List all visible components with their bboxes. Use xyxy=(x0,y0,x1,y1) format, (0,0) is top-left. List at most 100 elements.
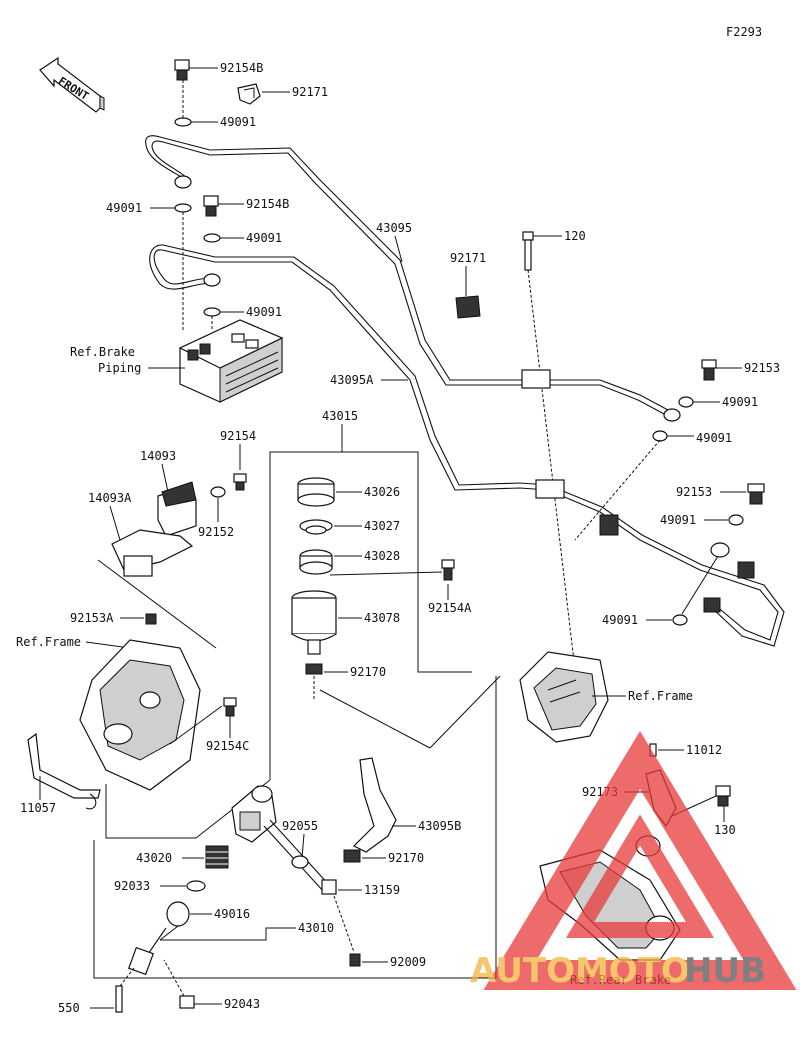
bolt-92153-b xyxy=(747,483,765,505)
clamp-92170-b xyxy=(343,849,361,863)
label-49091-a: 49091 xyxy=(220,115,256,129)
label-49091-g: 49091 xyxy=(660,513,696,527)
label-550: 550 xyxy=(58,1001,80,1015)
label-ref-brake-piping-1: Ref.Brake xyxy=(70,345,135,359)
label-43027: 43027 xyxy=(364,519,400,533)
label-43015: 43015 xyxy=(322,409,358,423)
boot-49016 xyxy=(166,901,190,927)
bracket-14093 xyxy=(157,481,197,537)
washer-49091-f xyxy=(652,430,668,442)
label-92154B-mid: 92154B xyxy=(246,197,289,211)
label-92170-a: 92170 xyxy=(350,665,386,679)
label-92171-top: 92171 xyxy=(292,85,328,99)
bolt-120 xyxy=(522,231,534,271)
label-92153A: 92153A xyxy=(70,611,114,625)
label-43095B: 43095B xyxy=(418,819,461,833)
label-43010: 43010 xyxy=(298,921,334,935)
bolt-130 xyxy=(715,785,731,807)
figure-code: F2293 xyxy=(726,25,762,39)
watermark-logo: AUTOMOTO HUB xyxy=(470,731,797,991)
bracket-14093A xyxy=(111,529,194,577)
part-43028-diaphragm xyxy=(299,549,333,575)
front-arrow-icon: FRONT xyxy=(39,56,105,113)
circlip-92033 xyxy=(186,880,206,892)
label-92055: 92055 xyxy=(282,819,318,833)
pipe-clamp-lower xyxy=(535,479,565,499)
washer-49091-b xyxy=(174,203,192,213)
label-92154B-top: 92154B xyxy=(220,61,263,75)
bolt-92009 xyxy=(349,953,361,967)
washer-92152 xyxy=(210,486,226,498)
label-49091-b: 49091 xyxy=(106,201,142,215)
frame-bracket-right xyxy=(519,651,609,743)
clamp-92170-a xyxy=(305,663,323,675)
label-49091-d: 49091 xyxy=(246,305,282,319)
clip-92171-top xyxy=(237,83,261,105)
label-43095: 43095 xyxy=(376,221,412,235)
label-92153-a: 92153 xyxy=(744,361,780,375)
bolt-92154B-mid xyxy=(203,195,219,217)
pipe-clamp-upper xyxy=(521,369,551,389)
label-43028: 43028 xyxy=(364,549,400,563)
label-49016: 49016 xyxy=(214,907,250,921)
label-13159: 13159 xyxy=(364,883,400,897)
washer-49091-d xyxy=(203,307,221,317)
banjo-right-upper xyxy=(663,408,681,422)
bolt-92153A xyxy=(145,613,157,625)
label-92033: 92033 xyxy=(114,879,150,893)
label-92154: 92154 xyxy=(220,429,256,443)
master-cylinder-43010 xyxy=(231,785,331,893)
label-130: 130 xyxy=(714,823,736,837)
stay-11057 xyxy=(27,732,101,810)
label-11012: 11012 xyxy=(686,743,722,757)
label-49091-e: 49091 xyxy=(722,395,758,409)
label-92154A: 92154A xyxy=(428,601,472,615)
bolt-92153-a xyxy=(701,359,717,381)
frame-bracket-left xyxy=(79,639,201,791)
bolt-92154A xyxy=(441,559,455,581)
label-92153-b: 92153 xyxy=(676,485,712,499)
bolt-92154C xyxy=(223,697,237,717)
bolt-92154 xyxy=(233,473,247,491)
label-11057: 11057 xyxy=(20,801,56,815)
label-49091-c: 49091 xyxy=(246,231,282,245)
push-rod xyxy=(128,927,167,976)
pipe-grommet xyxy=(599,514,619,536)
washer-49091-a xyxy=(174,117,192,127)
label-92009: 92009 xyxy=(390,955,426,969)
washer-49091-e xyxy=(678,396,694,408)
label-43020: 43020 xyxy=(136,851,172,865)
label-120: 120 xyxy=(564,229,586,243)
label-ref-brake-piping-2: Piping xyxy=(98,361,141,375)
label-43026: 43026 xyxy=(364,485,400,499)
label-14093A: 14093A xyxy=(88,491,132,505)
bolt-92043 xyxy=(179,995,195,1009)
banjo-right-lower xyxy=(710,542,730,558)
label-92152: 92152 xyxy=(198,525,234,539)
brake-pipe-left xyxy=(149,244,785,647)
abs-unit xyxy=(178,319,284,403)
label-92154C: 92154C xyxy=(206,739,249,753)
part-43026-cap xyxy=(297,477,335,507)
fitting-13159 xyxy=(321,879,337,895)
spring-43020 xyxy=(205,845,229,869)
label-92043: 92043 xyxy=(224,997,260,1011)
watermark-text-a: AUTOMOTO xyxy=(470,951,690,991)
label-92170-b: 92170 xyxy=(388,851,424,865)
part-43027-plate xyxy=(299,519,333,535)
label-49091-h: 49091 xyxy=(602,613,638,627)
washer-49091-h xyxy=(672,614,688,626)
brake-pipe-43095 xyxy=(145,135,669,416)
washer-49091-g xyxy=(728,514,744,526)
o-ring-92055 xyxy=(291,855,309,869)
label-ref-frame-right: Ref.Frame xyxy=(628,689,693,703)
watermark-text-b: HUB xyxy=(684,951,766,991)
label-43095A: 43095A xyxy=(330,373,374,387)
pipe-joint-right xyxy=(737,561,755,579)
label-49091-f: 49091 xyxy=(696,431,732,445)
label-14093: 14093 xyxy=(140,449,176,463)
label-92171-mid: 92171 xyxy=(450,251,486,265)
clip-92171-mid xyxy=(455,295,481,319)
pin-550 xyxy=(115,985,123,1013)
